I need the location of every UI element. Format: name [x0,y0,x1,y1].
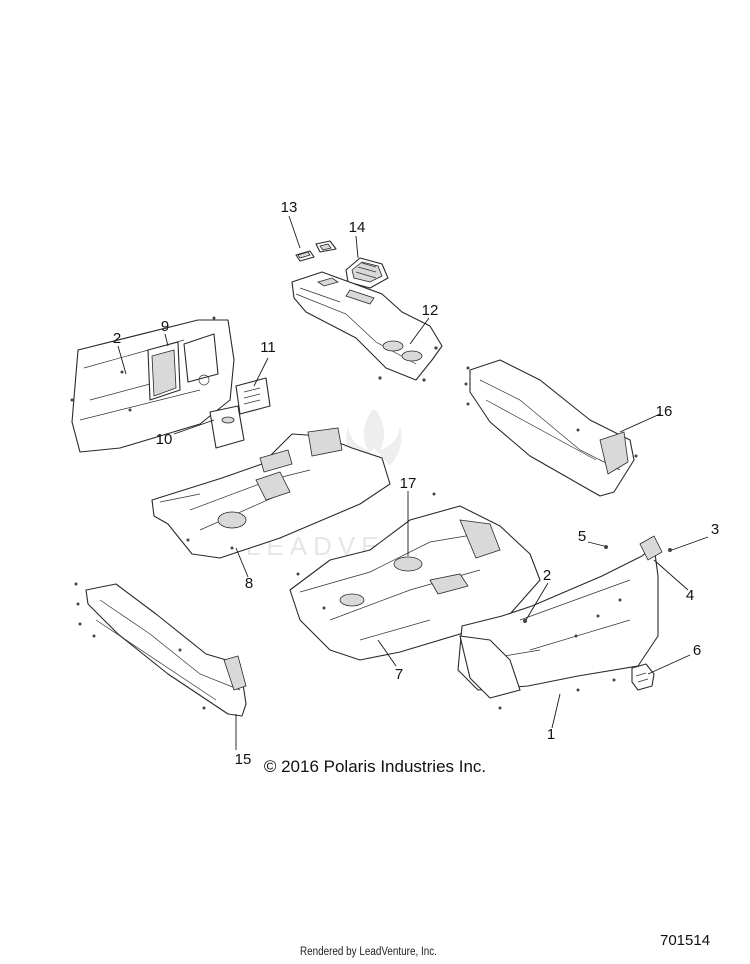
callout-15: 15 [235,751,252,768]
callout-17: 17 [400,475,417,492]
callout-5: 5 [578,528,586,545]
callout-2-lower: 2 [543,567,551,584]
copyright-notice: © 2016 Polaris Industries Inc. [263,757,487,776]
part-16-right-rocker [464,359,638,497]
part-8-front-floor [151,427,391,559]
callout-11: 11 [260,339,276,356]
part-11-plate [235,377,271,415]
callout-2-upper: 2 [113,330,121,347]
part-14-shift-boot [345,257,389,289]
part-1-rear-floor [457,535,663,710]
callout-6: 6 [693,642,701,659]
callout-16: 16 [656,403,673,420]
figure-number: 701514 [660,932,711,949]
callout-labels: 13 14 12 9 2 11 10 16 17 8 7 15 2 5 3 4 … [113,199,719,768]
part-15-left-rocker [74,582,247,717]
part-9-dash-panel [70,316,235,453]
callout-4: 4 [686,587,694,604]
callout-3: 3 [711,521,719,538]
rendered-by-credit: Rendered by LeadVenture, Inc. [300,946,437,958]
part-13-covers [295,240,337,262]
callout-10: 10 [156,431,173,448]
callout-1: 1 [547,726,555,743]
part-6-bracket [631,663,655,691]
callout-13: 13 [281,199,298,216]
callout-9: 9 [161,318,169,335]
leader-lines [117,215,709,750]
part-10-cover [209,405,245,449]
callout-7: 7 [395,666,403,683]
callout-8: 8 [245,575,253,592]
part-12-center-console [291,271,443,382]
part-7-main-floor [289,492,541,661]
callout-12: 12 [422,302,439,319]
callout-14: 14 [349,219,366,236]
